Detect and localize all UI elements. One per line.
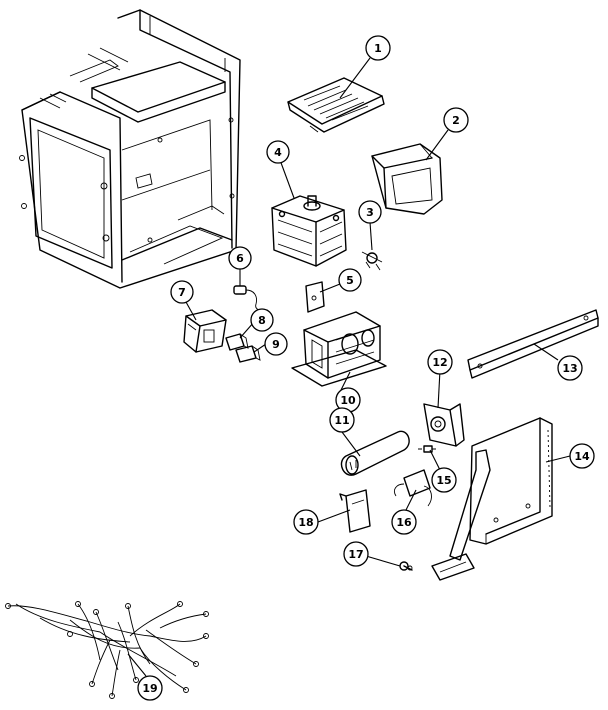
part-2-air-duct xyxy=(371,143,443,215)
callout-19: 19 xyxy=(137,675,163,701)
part-12-mount-bracket xyxy=(423,403,465,447)
callout-7-label: 7 xyxy=(178,286,186,299)
part-1-waveguide-cover xyxy=(287,77,385,133)
callout-5-label: 5 xyxy=(346,274,354,287)
callout-8: 8 xyxy=(250,308,274,332)
leader-lines xyxy=(127,57,571,677)
callout-9: 9 xyxy=(264,332,288,356)
callout-1: 1 xyxy=(365,35,391,61)
part-15-diode xyxy=(418,445,436,453)
part-13-rail xyxy=(467,309,599,379)
callout-2-label: 2 xyxy=(452,114,460,127)
callout-10-label: 10 xyxy=(340,394,356,407)
part-7-interlock-switch xyxy=(183,309,227,353)
part-14-support-panel xyxy=(431,417,553,581)
callout-3: 3 xyxy=(358,200,382,224)
part-10-transformer xyxy=(291,311,387,387)
callout-3-label: 3 xyxy=(366,206,374,219)
callout-16: 16 xyxy=(391,509,417,535)
part-3-thermostat xyxy=(361,251,383,271)
callout-7: 7 xyxy=(170,280,194,304)
callout-6-label: 6 xyxy=(236,252,244,265)
part-5-bracket xyxy=(305,281,325,313)
callout-10: 10 xyxy=(335,387,361,413)
callout-4-label: 4 xyxy=(274,146,282,159)
callout-19-label: 19 xyxy=(142,682,157,695)
part-9-switch xyxy=(235,345,261,363)
callout-11-label: 11 xyxy=(334,414,349,427)
callout-2: 2 xyxy=(443,107,469,133)
callout-1-label: 1 xyxy=(374,42,382,55)
part-18-bracket xyxy=(339,489,371,533)
part-17-connector xyxy=(399,561,413,571)
part-6-fuse xyxy=(233,285,269,312)
callout-17: 17 xyxy=(343,541,369,567)
callout-16-label: 16 xyxy=(396,516,412,529)
callout-11: 11 xyxy=(329,407,355,433)
callout-5: 5 xyxy=(338,268,362,292)
callout-12-label: 12 xyxy=(432,356,447,369)
callout-9-label: 9 xyxy=(272,338,280,351)
callout-18-label: 18 xyxy=(298,516,313,529)
callout-17-label: 17 xyxy=(348,548,363,561)
part-16-fuse-holder xyxy=(393,469,432,507)
oven-cavity-chassis xyxy=(19,9,241,289)
callout-15-label: 15 xyxy=(436,474,451,487)
callout-14: 14 xyxy=(569,443,595,469)
callout-13: 13 xyxy=(557,355,583,381)
part-19-wire-harness xyxy=(5,601,209,699)
callout-14-label: 14 xyxy=(574,450,590,463)
callout-12: 12 xyxy=(427,349,453,375)
part-4-magnetron xyxy=(271,195,347,267)
callout-13-label: 13 xyxy=(562,362,577,375)
callout-4: 4 xyxy=(266,140,290,164)
callout-8-label: 8 xyxy=(258,314,266,327)
callout-15: 15 xyxy=(431,467,457,493)
callout-18: 18 xyxy=(293,509,319,535)
part-11-capacitor xyxy=(340,430,410,476)
callout-6: 6 xyxy=(228,246,252,270)
